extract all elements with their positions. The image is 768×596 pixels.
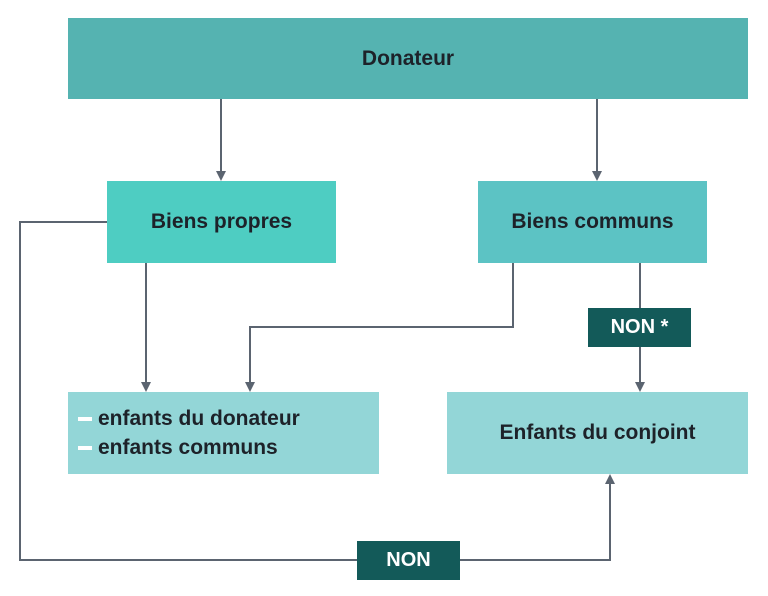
node-biens-communs: Biens communs bbox=[478, 181, 707, 263]
node-enfants-conjoint-label: Enfants du conjoint bbox=[499, 421, 696, 444]
list-item-label: enfants communs bbox=[98, 436, 278, 459]
tag-non-star: NON * bbox=[588, 308, 691, 347]
node-biens-propres: Biens propres bbox=[107, 181, 336, 263]
tag-non: NON bbox=[357, 541, 460, 580]
node-donateur: Donateur bbox=[68, 18, 748, 99]
arrow-non-enfants-conjoint bbox=[460, 474, 615, 561]
tag-non-star-label: NON * bbox=[610, 316, 669, 338]
tag-non-label: NON bbox=[386, 549, 431, 571]
list-item-label: enfants du donateur bbox=[98, 407, 300, 430]
dash-icon bbox=[78, 445, 92, 450]
line-biens-propres-loop bbox=[19, 221, 357, 561]
node-biens-communs-label: Biens communs bbox=[511, 210, 674, 233]
list-item: enfants communs bbox=[78, 433, 278, 462]
list-item: enfants du donateur bbox=[78, 404, 300, 433]
node-enfants-conjoint: Enfants du conjoint bbox=[447, 392, 748, 474]
node-enfants-donateur: enfants du donateur enfants communs bbox=[68, 392, 379, 474]
node-donateur-label: Donateur bbox=[361, 46, 455, 70]
dash-icon bbox=[78, 416, 92, 421]
node-biens-propres-label: Biens propres bbox=[150, 210, 293, 233]
arrow-biens-communs-enfants bbox=[245, 263, 514, 392]
